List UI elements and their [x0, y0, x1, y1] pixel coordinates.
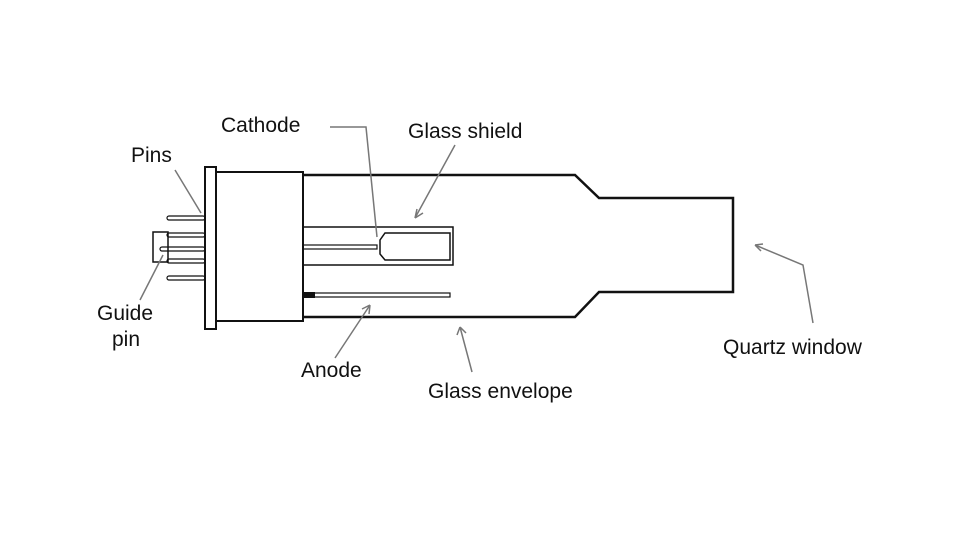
pins-leader [174, 169, 202, 214]
anode-leader [334, 304, 371, 359]
cathode-rod [302, 244, 378, 250]
glass-shield-leader [414, 144, 456, 219]
quartz-window-leader [754, 243, 814, 324]
glass-envelope-leader [456, 326, 473, 373]
leader-lines [139, 126, 814, 373]
anode [302, 292, 451, 298]
base [215, 171, 304, 322]
quartz-window-label: Quartz window [723, 336, 862, 359]
cathode-leader [330, 126, 378, 238]
glass-envelope [303, 173, 735, 319]
cathode-cup [379, 232, 451, 261]
glass-shield [303, 226, 454, 266]
glass-shield-label: Glass shield [408, 120, 523, 143]
anode-label: Anode [301, 359, 362, 382]
guide-pin-label-line2: pin [112, 328, 141, 351]
flange [204, 166, 217, 330]
cathode-label: Cathode [221, 114, 301, 137]
pins [159, 215, 206, 281]
anode-base [303, 292, 315, 298]
guide-pin-label-line1: Guide [97, 302, 154, 325]
glass-envelope-label: Glass envelope [428, 380, 573, 403]
pins-label: Pins [131, 144, 172, 167]
guide-pin-leader [139, 254, 164, 301]
